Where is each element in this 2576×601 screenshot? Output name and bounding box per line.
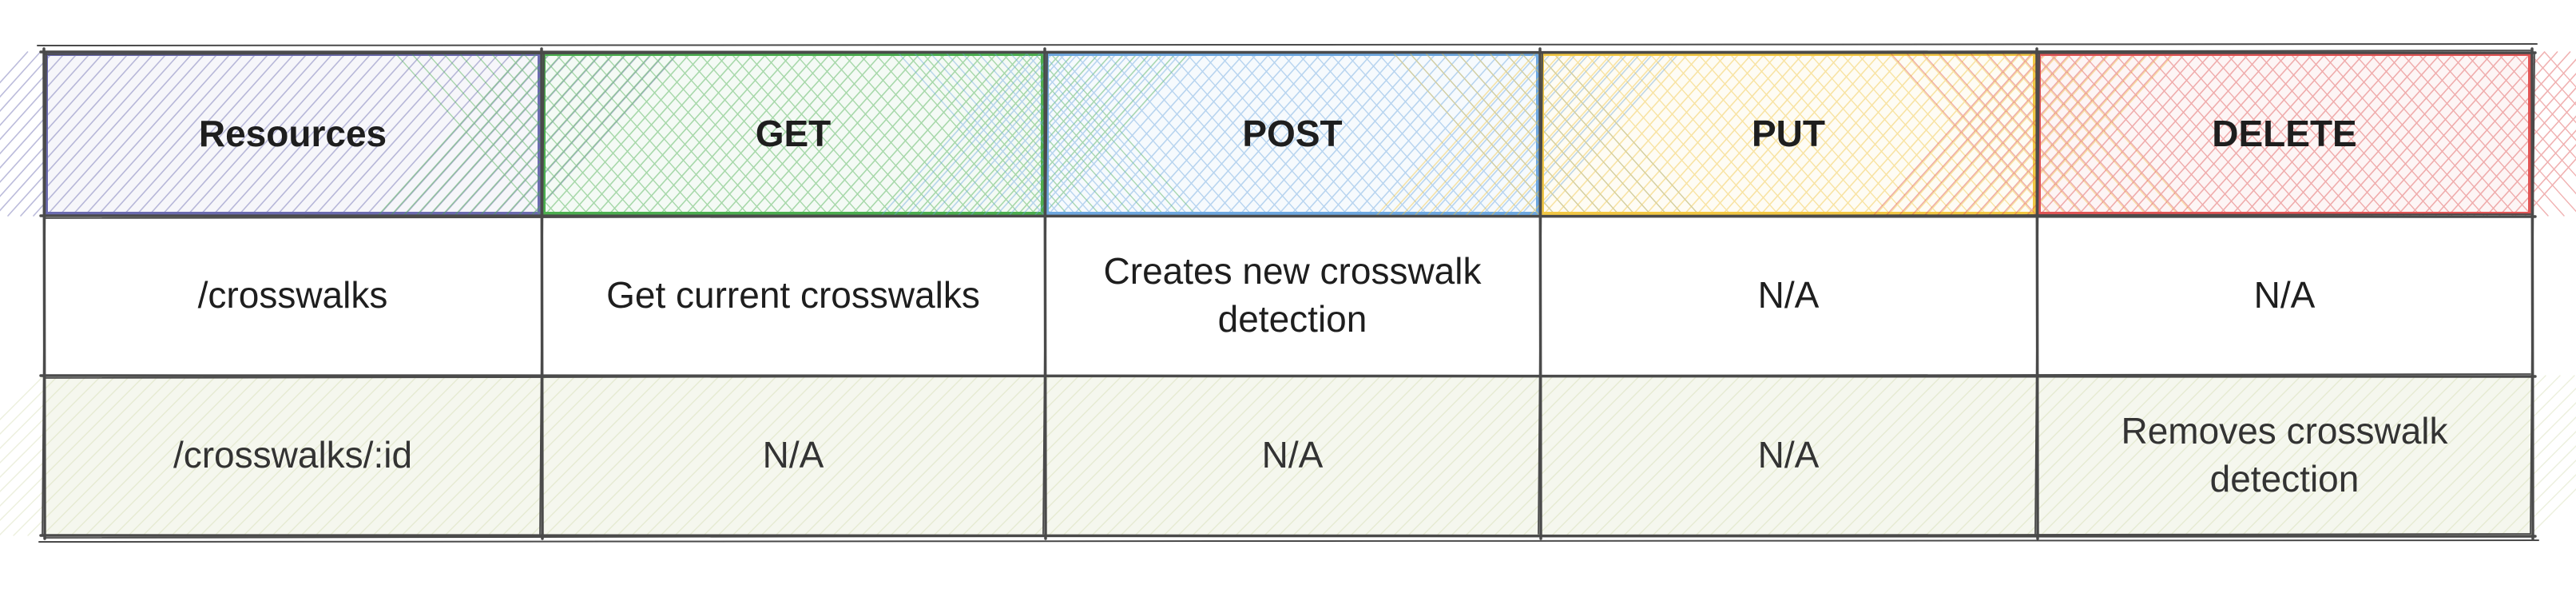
row1-post: Creates new crosswalk detection [1045, 216, 1540, 376]
row2-put: N/A [1540, 376, 2037, 535]
row2-resource: /crosswalks/:id [44, 376, 542, 535]
header-put: PUT [1540, 52, 2037, 216]
row1-put: N/A [1540, 216, 2037, 376]
row1-get: Get current crosswalks [542, 216, 1045, 376]
row2-delete: Removes crosswalk detection [2037, 376, 2532, 535]
row2-post: N/A [1045, 376, 1540, 535]
outer-bottom-sketch [39, 540, 2538, 542]
row1-resource: /crosswalks [44, 216, 542, 376]
row2-get: N/A [542, 376, 1045, 535]
header-post: POST [1045, 52, 1540, 216]
row1-delete: N/A [2037, 216, 2532, 376]
outer-top-sketch [38, 44, 2537, 46]
header-resources: Resources [44, 52, 542, 216]
header-delete: DELETE [2037, 52, 2532, 216]
header-get: GET [542, 52, 1045, 216]
